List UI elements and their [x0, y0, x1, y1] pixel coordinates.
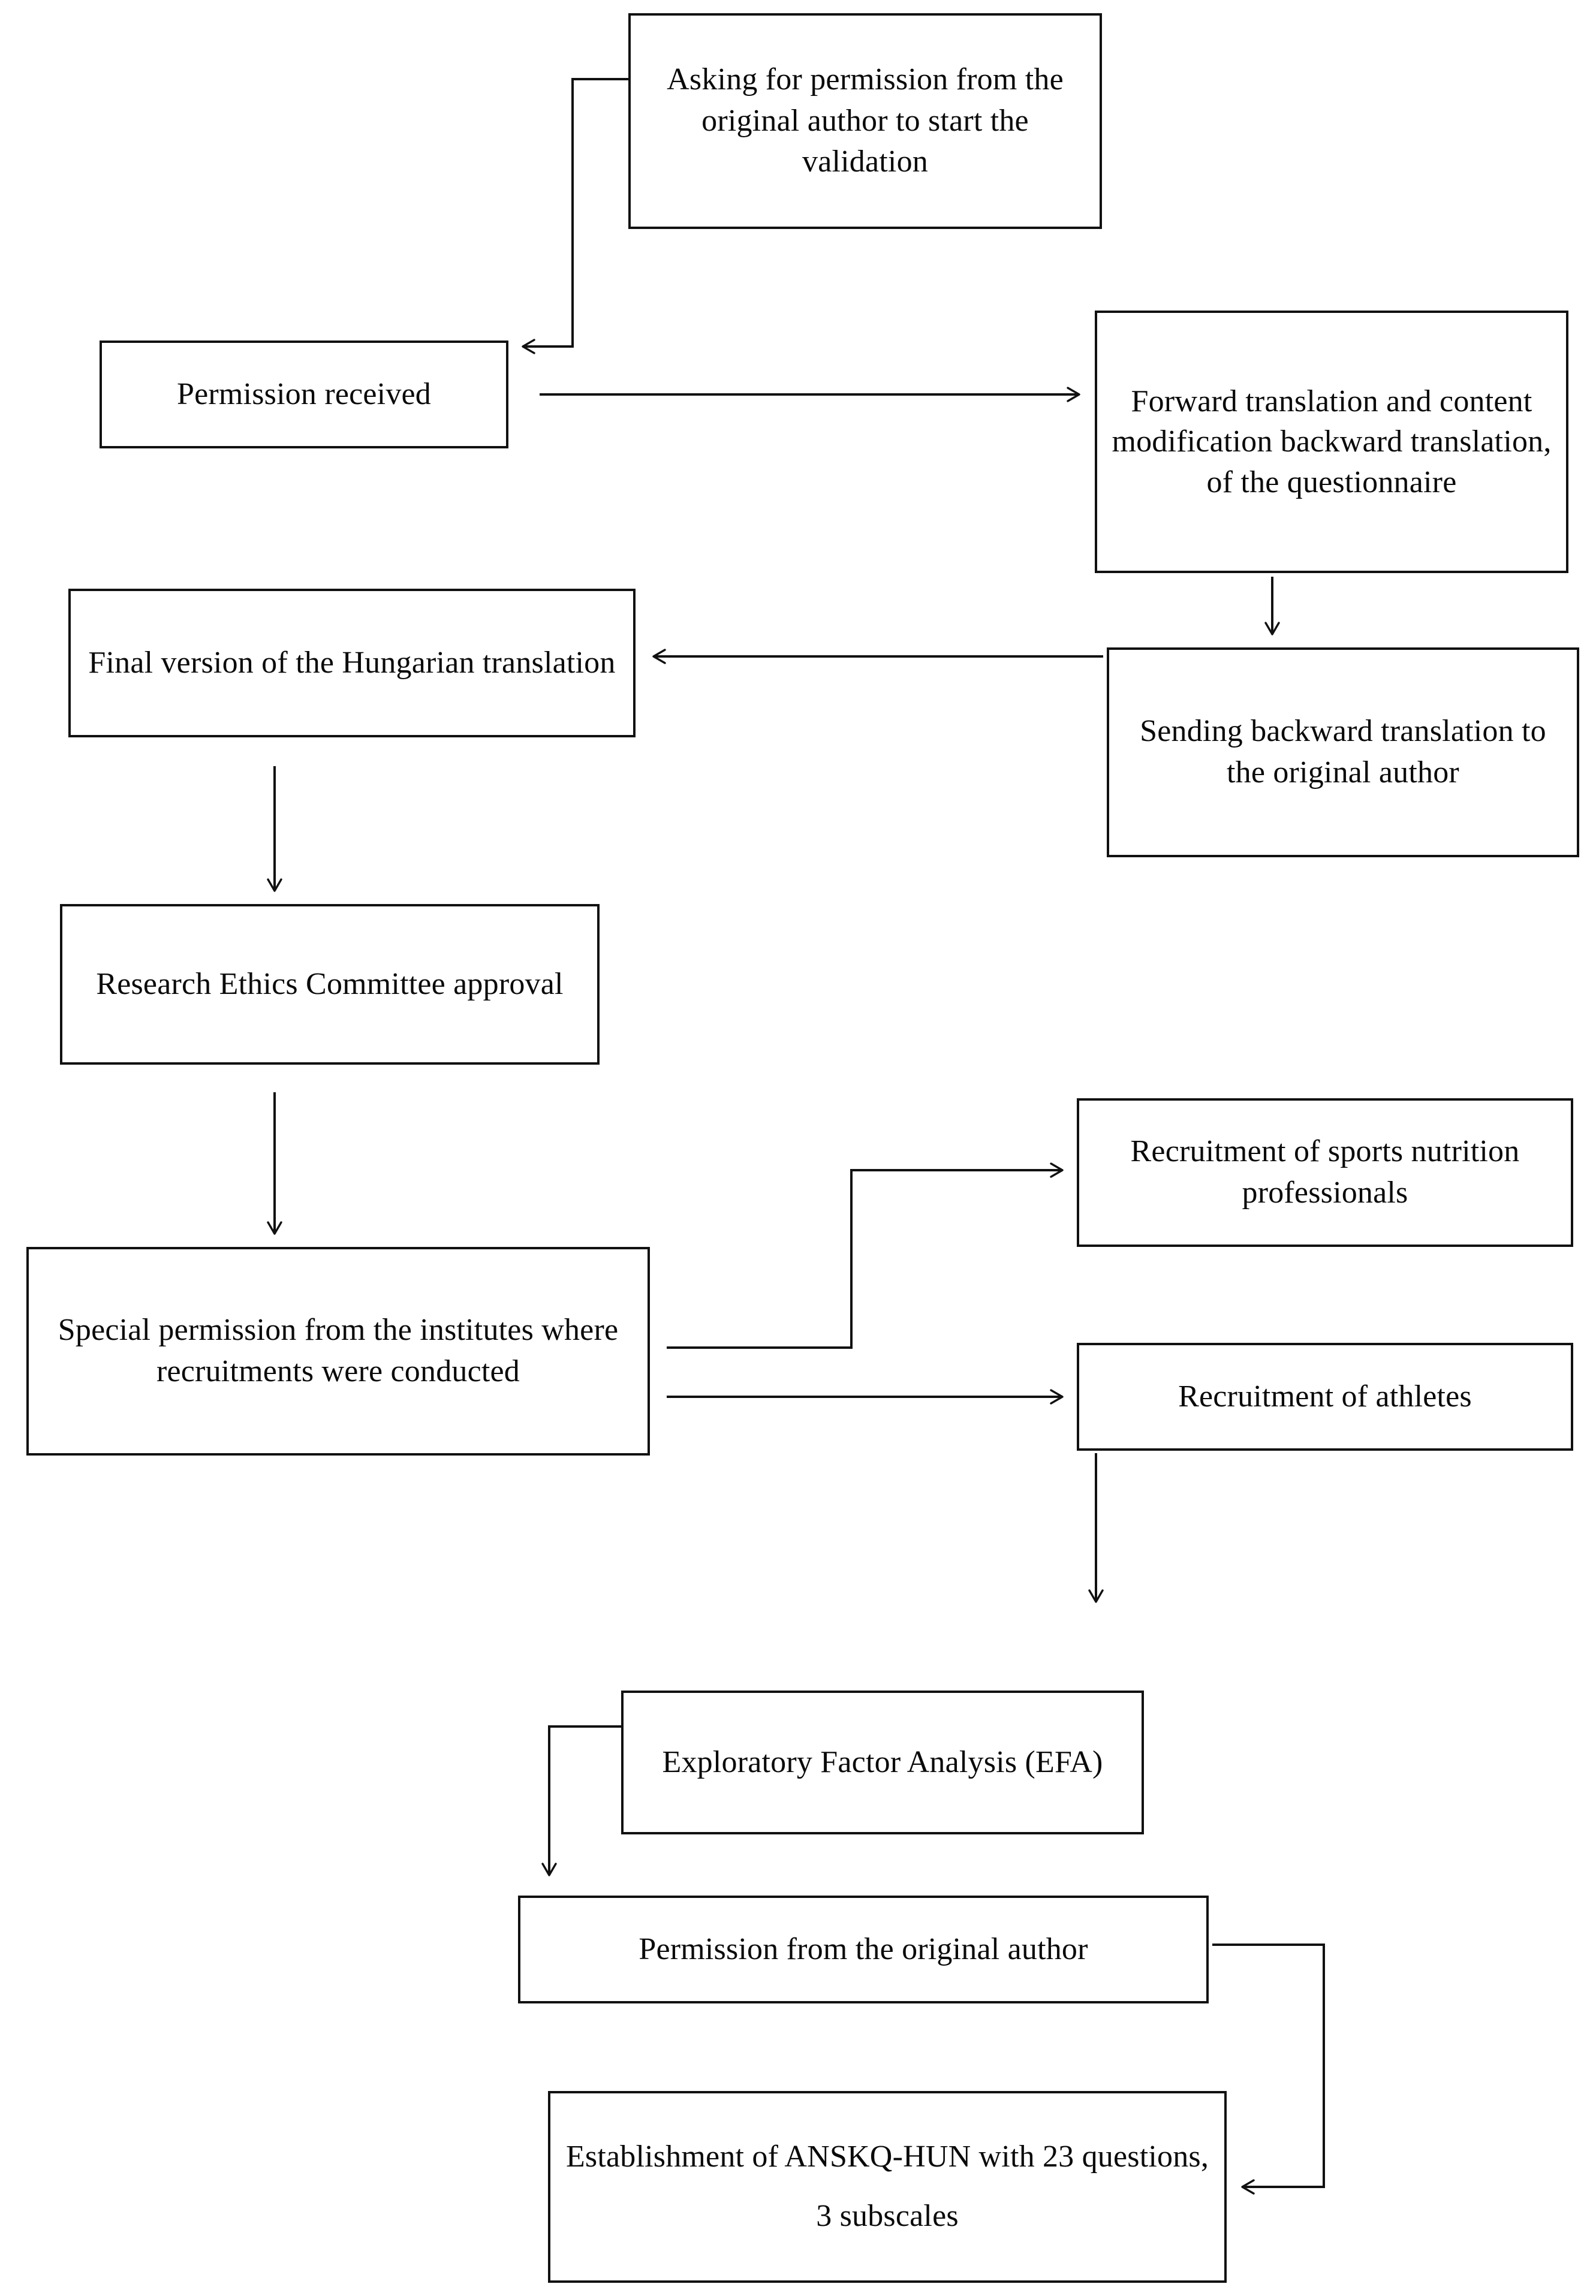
node-final-hungarian-version-label: Final version of the Hungarian translati… — [88, 645, 616, 680]
node-forward-translation-label: Forward translation and content modifica… — [1112, 384, 1552, 499]
node-ethics-approval[interactable]: Research Ethics Committee approval — [60, 904, 600, 1065]
node-anskq-hun-label: Establishment of ANSKQ-HUN with 23 quest… — [565, 2140, 1209, 2233]
edge-asking-to-permission-received — [522, 78, 628, 354]
node-recruitment-professionals-label: Recruitment of sports nutrition professi… — [1130, 1134, 1520, 1210]
node-efa[interactable]: Exploratory Factor Analysis (EFA) — [621, 1691, 1144, 1834]
node-final-hungarian-version[interactable]: Final version of the Hungarian translati… — [68, 589, 636, 737]
node-recruitment-athletes-label: Recruitment of athletes — [1178, 1379, 1472, 1414]
node-forward-translation[interactable]: Forward translation and content modifica… — [1095, 311, 1568, 573]
node-permission-received-label: Permission received — [176, 376, 431, 411]
node-permission-received[interactable]: Permission received — [100, 341, 508, 448]
node-sending-backward-translation[interactable]: Sending backward translation to the orig… — [1107, 647, 1579, 857]
edge-special-to-professionals — [667, 1162, 1064, 1349]
edge-efa-to-permission-author — [541, 1725, 621, 1876]
node-sending-backward-translation-label: Sending backward translation to the orig… — [1140, 714, 1546, 790]
node-asking-permission[interactable]: Asking for permission from the original … — [628, 13, 1102, 229]
node-special-permission-label: Special permission from the institutes w… — [58, 1313, 619, 1388]
node-efa-label: Exploratory Factor Analysis (EFA) — [662, 1744, 1103, 1779]
edge-permission-author-to-anskq — [1212, 1944, 1325, 2195]
node-recruitment-athletes[interactable]: Recruitment of athletes — [1077, 1343, 1573, 1451]
node-asking-permission-label: Asking for permission from the original … — [667, 62, 1064, 179]
node-permission-original-author-label: Permission from the original author — [639, 1932, 1088, 1966]
node-ethics-approval-label: Research Ethics Committee approval — [96, 966, 564, 1001]
node-special-permission[interactable]: Special permission from the institutes w… — [26, 1247, 650, 1456]
node-recruitment-professionals[interactable]: Recruitment of sports nutrition professi… — [1077, 1098, 1573, 1247]
node-anskq-hun[interactable]: Establishment of ANSKQ-HUN with 23 quest… — [548, 2091, 1227, 2283]
node-permission-original-author[interactable]: Permission from the original author — [518, 1896, 1209, 2003]
